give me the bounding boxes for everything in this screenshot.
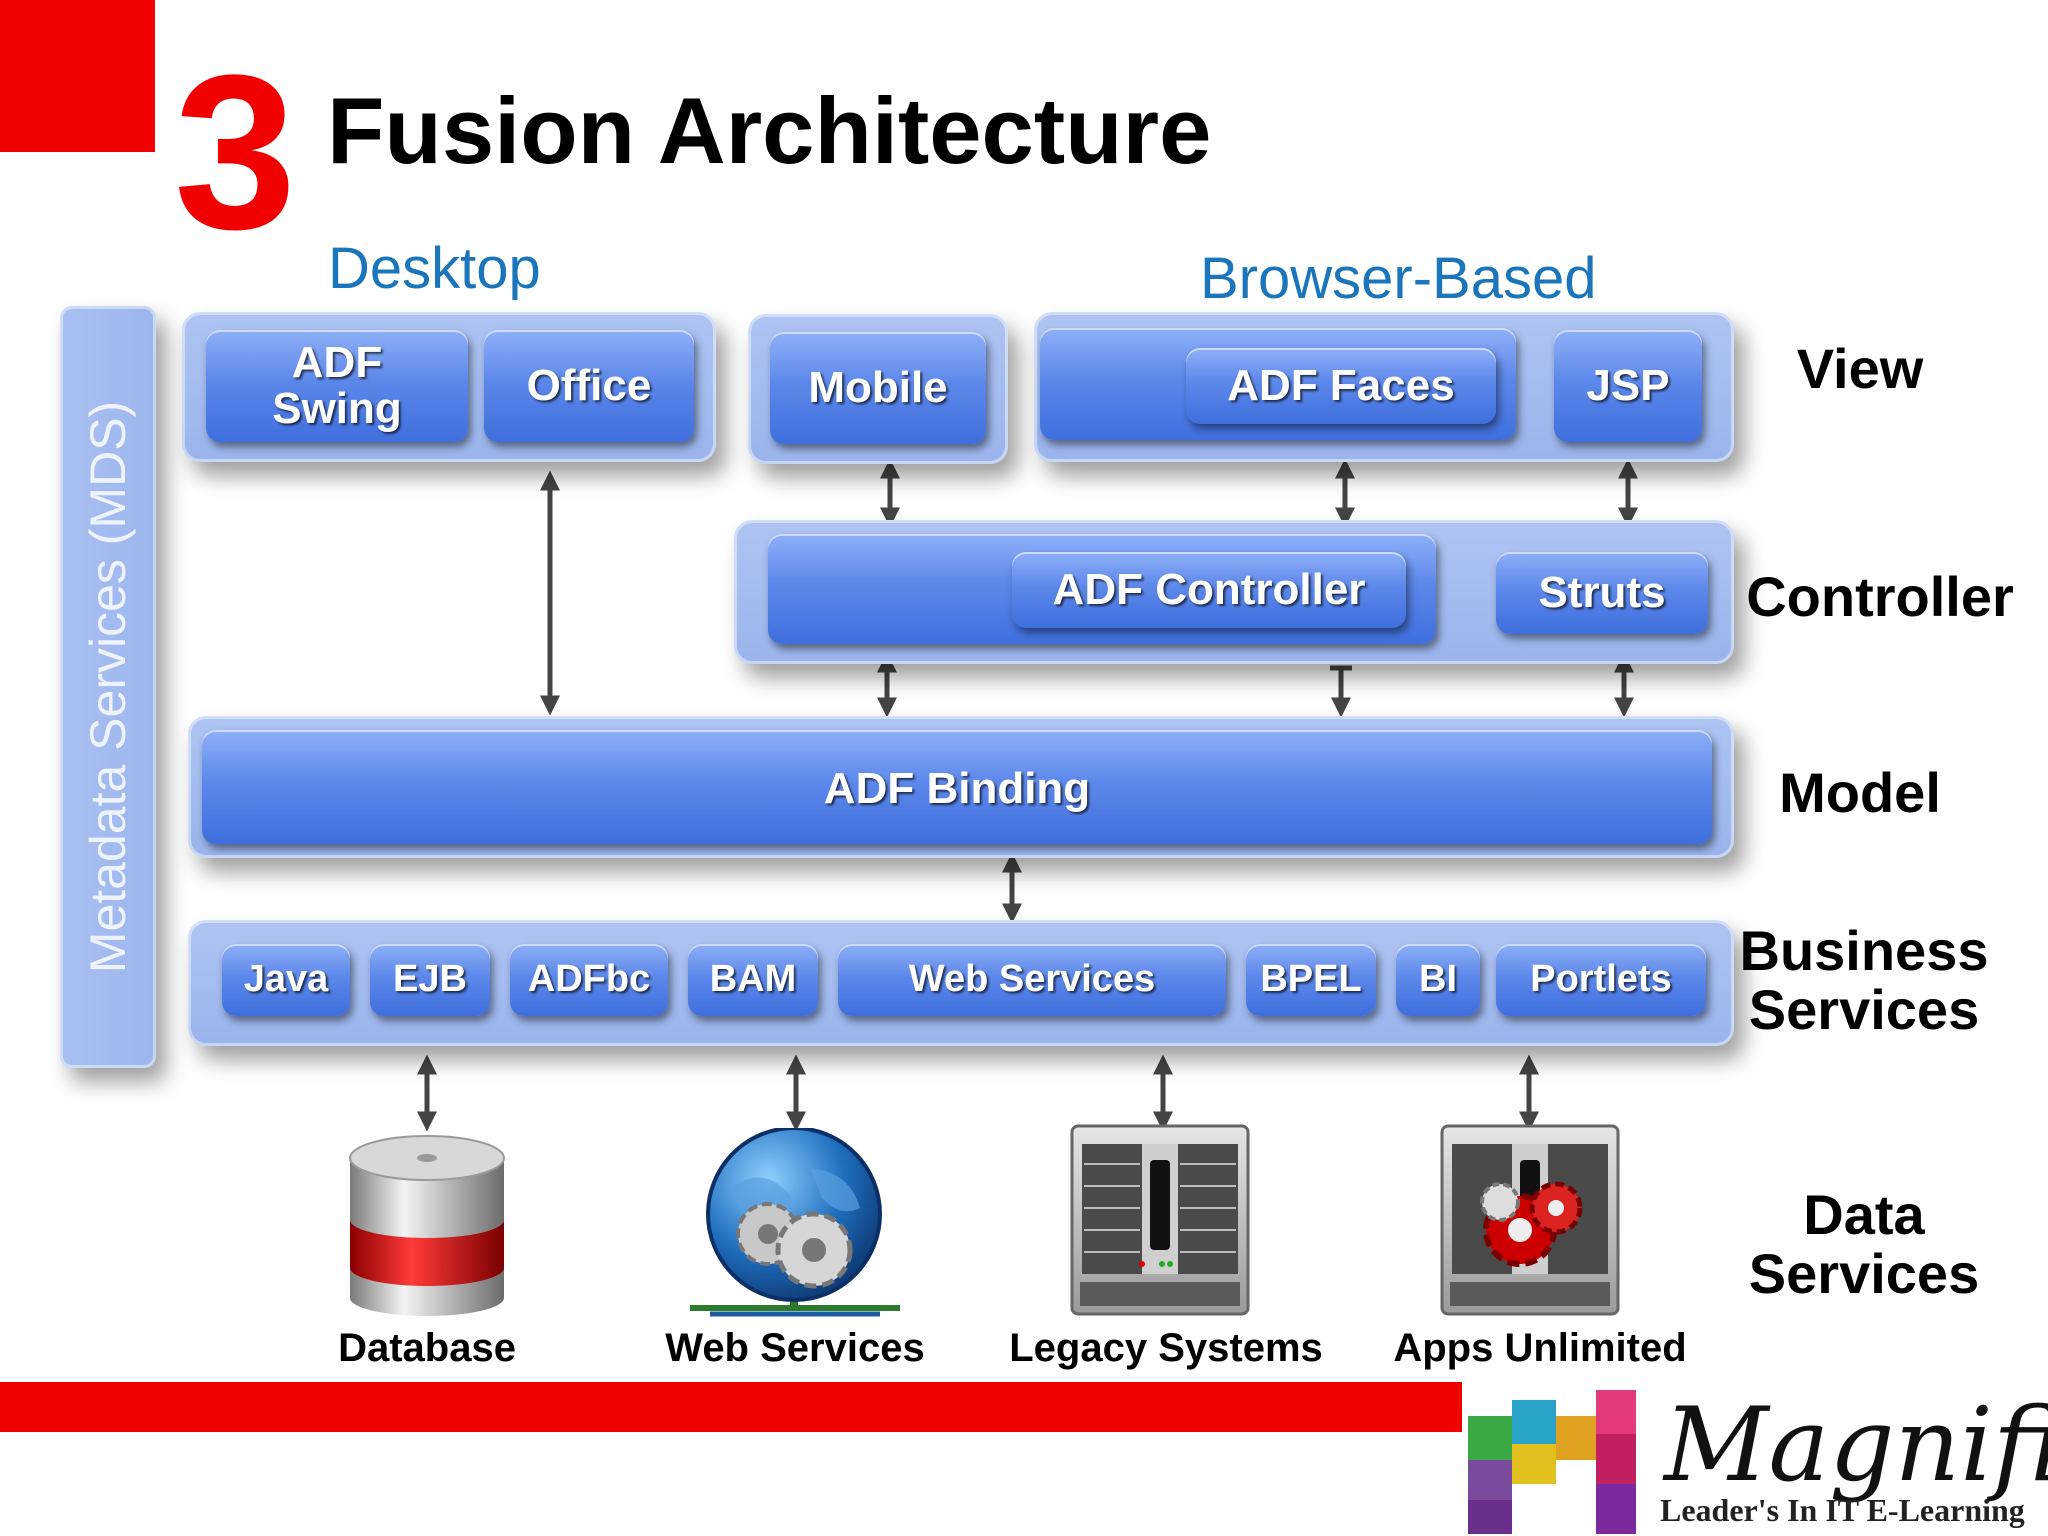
data-source-web-services-label: Web Services bbox=[665, 1326, 925, 1370]
desktop-group-label: Desktop bbox=[328, 236, 541, 301]
database-icon bbox=[349, 1135, 505, 1316]
controller-layer-label: Controller bbox=[1746, 565, 2014, 628]
jsp-button[interactable]: JSP bbox=[1554, 330, 1702, 442]
server-gears-icon bbox=[1440, 1124, 1620, 1316]
page-title: Fusion Architecture bbox=[327, 78, 1212, 183]
metadata-services-bar bbox=[60, 306, 156, 1068]
business-service-java[interactable]: Java bbox=[222, 944, 350, 1016]
business-service-adfbc[interactable]: ADFbc bbox=[510, 944, 668, 1016]
adf-swing-label-line1: ADF bbox=[291, 337, 383, 387]
adf-swing-label-line2: Swing bbox=[272, 384, 402, 433]
data-services-label-line2: Services bbox=[1748, 1241, 1980, 1305]
business-services-label-line1: Business bbox=[1739, 919, 1989, 982]
brand-tagline: Leader's In IT E-Learning bbox=[1660, 1492, 2025, 1528]
server-icon bbox=[1070, 1124, 1250, 1316]
mobile-button[interactable]: Mobile bbox=[770, 332, 986, 444]
office-button[interactable]: Office bbox=[484, 330, 694, 442]
globe-gears-icon bbox=[690, 1128, 900, 1317]
business-service-web-services[interactable]: Web Services bbox=[838, 944, 1226, 1016]
slide-number: 3 bbox=[174, 29, 297, 275]
adf-binding-bar[interactable]: ADF Binding bbox=[202, 730, 1712, 844]
struts-button[interactable]: Struts bbox=[1496, 552, 1708, 634]
browser-group-label: Browser-Based bbox=[1200, 246, 1597, 311]
data-source-apps-unlimited-label: Apps Unlimited bbox=[1393, 1326, 1687, 1370]
business-service-portlets[interactable]: Portlets bbox=[1496, 944, 1706, 1016]
adf-faces-button[interactable]: ADF Faces bbox=[1186, 348, 1496, 424]
red-accent-block bbox=[0, 0, 155, 152]
business-services-layer-label: Business Services bbox=[1734, 919, 1994, 1041]
business-service-bi[interactable]: BI bbox=[1396, 944, 1480, 1016]
data-source-database-label: Database bbox=[338, 1326, 516, 1370]
adf-swing-button[interactable]: ADF Swing bbox=[206, 330, 468, 442]
business-service-ejb[interactable]: EJB bbox=[370, 944, 490, 1016]
red-footer-bar bbox=[0, 1382, 1462, 1432]
brand-name: Magnific bbox=[1664, 1386, 2048, 1505]
business-service-bpel[interactable]: BPEL bbox=[1246, 944, 1376, 1016]
adf-controller-button[interactable]: ADF Controller bbox=[1012, 552, 1406, 628]
data-services-label-line1: Data bbox=[1803, 1183, 1925, 1246]
magnific-logo-icon bbox=[1468, 1390, 1636, 1534]
view-layer-label: View bbox=[1796, 337, 1924, 400]
data-services-layer-label: Data Services bbox=[1734, 1183, 1994, 1305]
model-layer-label: Model bbox=[1779, 761, 1941, 824]
business-services-label-line2: Services bbox=[1748, 977, 1980, 1041]
data-source-legacy-systems-label: Legacy Systems bbox=[1009, 1326, 1323, 1370]
business-service-bam[interactable]: BAM bbox=[688, 944, 818, 1016]
